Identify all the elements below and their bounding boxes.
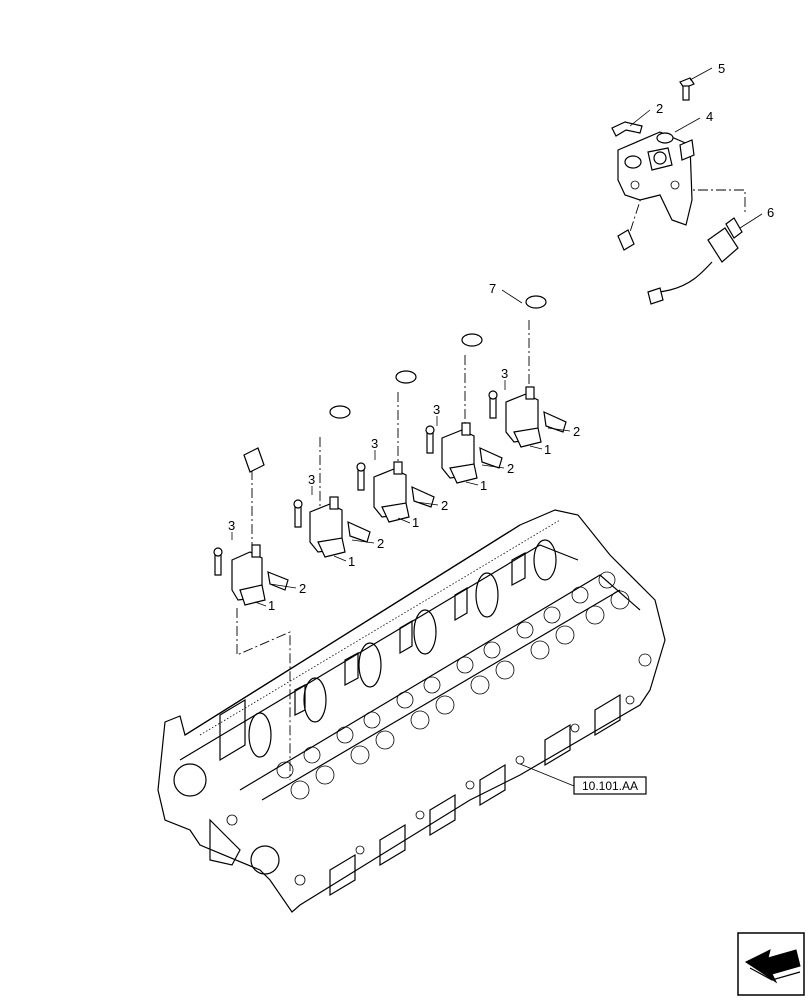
injector-assembly-3: [356, 461, 435, 523]
callout-3-c: 3: [371, 436, 378, 451]
callout-3-e: 3: [501, 366, 508, 381]
callout-2-d: 2: [507, 461, 514, 476]
callout-3-b: 3: [308, 472, 315, 487]
injector-assembly-4: [425, 422, 503, 484]
callout-7: 7: [489, 281, 496, 296]
center-lines: [236, 169, 746, 780]
callout-1-a: 1: [268, 598, 275, 613]
callout-2-a: 2: [299, 581, 306, 596]
callout-2-e: 2: [573, 424, 580, 439]
callout-3-a: 3: [228, 518, 235, 533]
injector-assembly-5: [488, 386, 567, 448]
callout-leaders: [231, 67, 763, 607]
fuel-rail: [243, 229, 635, 473]
high-pressure-pump: [617, 131, 695, 226]
callout-2-c: 2: [441, 498, 448, 513]
callout-1-c: 1: [412, 515, 419, 530]
reference-leader: [519, 763, 575, 787]
bolt: [679, 77, 695, 101]
reference-box[interactable]: [573, 776, 647, 795]
reference-label: 10.101.AA: [582, 779, 638, 793]
injector-assembly-2: [293, 496, 371, 558]
callout-5: 5: [718, 61, 725, 76]
callout-6: 6: [767, 205, 774, 220]
callout-1-e: 1: [544, 442, 551, 457]
pump-clamp: [611, 121, 643, 137]
callout-labels: 5 2 4 6 7 3 2 1 3 2 1 3 2 1 3 2 1 3 2 1: [228, 61, 774, 613]
callout-1-b: 1: [348, 554, 355, 569]
callout-4: 4: [706, 109, 713, 124]
previous-view-arrow-icon[interactable]: [737, 932, 805, 996]
pressure-sensor: [647, 217, 743, 305]
callout-1-d: 1: [480, 478, 487, 493]
injector-assembly-1: [213, 544, 289, 606]
cylinder-head: [157, 509, 666, 913]
callout-2-b: 2: [377, 536, 384, 551]
callout-2-pump-clamp: 2: [656, 101, 663, 116]
callout-3-d: 3: [433, 402, 440, 417]
